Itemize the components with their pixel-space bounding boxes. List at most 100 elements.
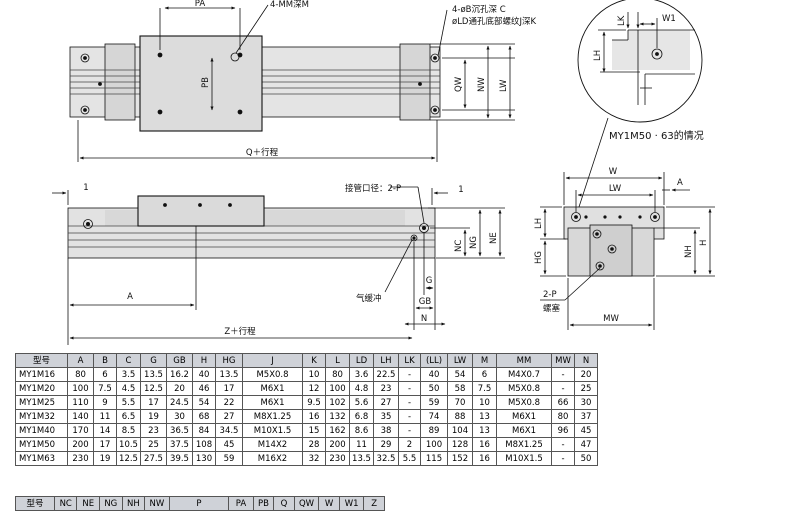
cushion-label: 气缓冲 (356, 293, 382, 304)
value-cell: - (551, 367, 575, 382)
value-cell: 30 (166, 409, 193, 424)
header-cell: L (325, 353, 350, 368)
value-cell: M5X0.8 (496, 381, 552, 396)
value-cell: 47 (574, 437, 598, 452)
header-cell: C (116, 353, 141, 368)
lk-label: LK (617, 15, 627, 26)
value-cell: 4.5 (116, 381, 141, 396)
lw-label-top: LW (499, 79, 509, 92)
value-cell: 115 (420, 451, 448, 466)
value-cell: 37.5 (166, 437, 193, 452)
value-cell: 13 (472, 423, 497, 438)
nw-label: NW (477, 77, 487, 92)
header-cell: J (242, 353, 303, 368)
value-cell: 20 (574, 367, 598, 382)
value-cell: 10 (472, 395, 497, 410)
model-cell: MY1M63 (15, 451, 68, 466)
one-label-left: 1 (83, 183, 88, 193)
port-label: 接管口径：2-P (345, 183, 401, 194)
header-cell: PA (228, 496, 254, 511)
value-cell: 128 (447, 437, 473, 452)
mw-label: MW (603, 314, 619, 324)
a-label-end: A (677, 178, 683, 188)
model-cell: MY1M20 (15, 381, 68, 396)
value-cell: 230 (67, 451, 94, 466)
value-cell: 152 (447, 451, 473, 466)
end-view (540, 172, 715, 330)
header-cell: M (472, 353, 497, 368)
value-cell: 13.5 (349, 451, 374, 466)
value-cell: 170 (67, 423, 94, 438)
value-cell: 16.2 (166, 367, 193, 382)
value-cell: 13.5 (215, 367, 243, 382)
value-cell: 66 (551, 395, 575, 410)
value-cell: 5.5 (398, 451, 421, 466)
value-cell: M4X0.7 (496, 367, 552, 382)
value-cell: 29 (373, 437, 399, 452)
value-cell: 13 (472, 409, 497, 424)
g-label: G (426, 276, 433, 286)
plug-label: 螺塞 (543, 303, 561, 314)
value-cell: 12 (302, 381, 326, 396)
value-cell: 46 (192, 381, 216, 396)
header-cell: NE (76, 496, 101, 511)
one-label-right: 1 (458, 185, 463, 195)
value-cell: 80 (67, 367, 94, 382)
value-cell: 24.5 (166, 395, 193, 410)
model-cell: MY1M40 (15, 423, 68, 438)
value-cell: 8.5 (116, 423, 141, 438)
header-cell: K (302, 353, 326, 368)
value-cell: 27 (373, 395, 399, 410)
value-cell: 45 (574, 423, 598, 438)
lh-label-end: LH (534, 218, 544, 229)
value-cell: 100 (420, 437, 448, 452)
value-cell: 5.5 (116, 395, 141, 410)
model-cell: MY1M50 (15, 437, 68, 452)
ne-label: NE (489, 232, 499, 244)
value-cell: 102 (325, 395, 350, 410)
table-header-row: 型号 NC NE NG NH NW P PA PB Q QW W W1 Z (15, 496, 385, 511)
value-cell: 45 (215, 437, 243, 452)
value-cell: M5X0.8 (496, 395, 552, 410)
value-cell: 54 (447, 367, 473, 382)
n-label: N (421, 314, 427, 324)
value-cell: M8X1.25 (496, 437, 552, 452)
value-cell: 9 (93, 395, 117, 410)
header-cell: G (140, 353, 167, 368)
model-cell: MY1M32 (15, 409, 68, 424)
value-cell: 100 (325, 381, 350, 396)
value-cell: 4.8 (349, 381, 374, 396)
value-cell: 27.5 (140, 451, 167, 466)
header-cell: NH (121, 496, 146, 511)
value-cell: 23 (140, 423, 167, 438)
value-cell: 50 (574, 451, 598, 466)
w1-label: W1 (662, 14, 676, 24)
header-cell: P (168, 496, 230, 511)
value-cell: 37 (574, 409, 598, 424)
value-cell: 100 (67, 381, 94, 396)
value-cell: M10X1.5 (242, 423, 303, 438)
lh-detail-label: LH (593, 50, 603, 61)
w-label: W (609, 167, 618, 177)
value-cell: 110 (67, 395, 94, 410)
header-cell: H (192, 353, 216, 368)
value-cell: 96 (551, 423, 575, 438)
header-cell: W1 (338, 496, 365, 511)
header-cell: W (318, 496, 340, 511)
header-cell: PB (252, 496, 275, 511)
value-cell: 104 (447, 423, 473, 438)
model-cell: MY1M25 (15, 395, 68, 410)
value-cell: 230 (325, 451, 350, 466)
value-cell: M16X2 (242, 451, 303, 466)
header-cell: LW (447, 353, 473, 368)
table-header-row: 型号 A B C G GB H HG J K L LD LH LK (LL) L… (15, 353, 598, 368)
value-cell: - (551, 381, 575, 396)
header-cell: Z (363, 496, 385, 511)
value-cell: 14 (93, 423, 117, 438)
value-cell: 16 (302, 409, 326, 424)
